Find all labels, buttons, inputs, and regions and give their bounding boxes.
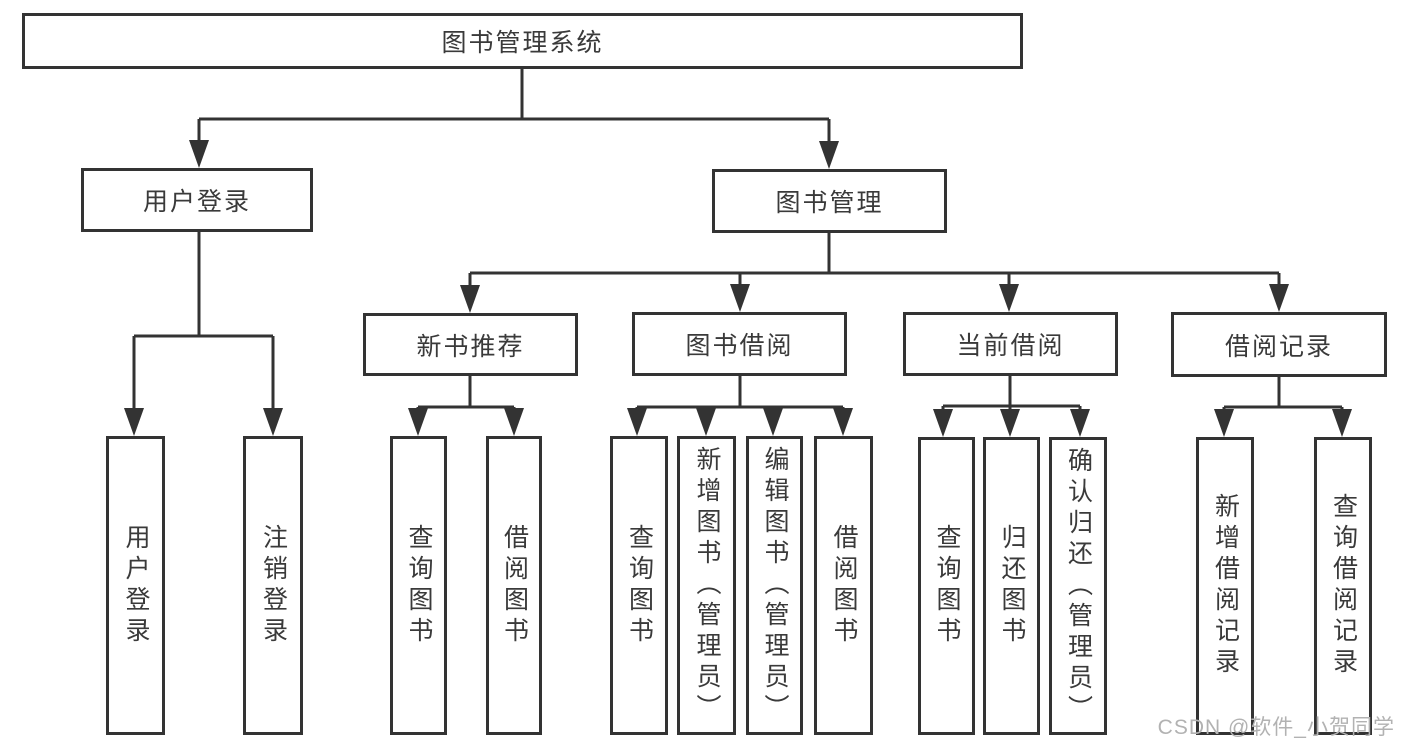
node-borrow-records: 借阅记录 [1171,312,1387,377]
node-label: 图书管理系统 [441,29,604,57]
node-label: 当前借阅 [956,332,1065,360]
node-label: 用户登录 [142,188,251,216]
node-label: 新书推荐 [416,332,525,361]
leaf-borrow-books-2: 借阅图书 [814,436,873,735]
node-current-borrow: 当前借阅 [903,312,1118,376]
leaf-query-borrow-record: 查询借阅记录 [1314,437,1372,735]
node-label: 编辑图书（管理员） [761,446,789,725]
node-label: 借阅图书 [500,523,529,648]
node-label: 图书管理 [775,189,884,217]
leaf-add-borrow-record: 新增借阅记录 [1196,437,1254,735]
node-label: 新增借阅记录 [1211,493,1240,679]
node-user-login-module: 用户登录 [81,168,313,232]
node-label: 借阅图书 [830,523,858,648]
node-label: 新增图书（管理员） [693,446,721,725]
leaf-confirm-return-admin: 确认归还（管理员） [1049,437,1107,735]
node-label: 查询图书 [405,523,433,648]
leaf-edit-books-admin: 编辑图书（管理员） [746,436,803,735]
node-book-borrow: 图书借阅 [632,312,847,376]
node-label: 查询图书 [625,523,654,648]
node-root-system: 图书管理系统 [22,13,1023,69]
node-label: 用户登录 [122,523,150,648]
csdn-watermark: CSDN @软件_小贺同学 [1157,716,1395,739]
leaf-query-books-3: 查询图书 [918,437,975,735]
node-new-book-recommend: 新书推荐 [363,313,578,376]
leaf-query-books-1: 查询图书 [390,436,447,735]
node-label: 注销登录 [259,523,288,648]
node-label: 图书借阅 [685,332,794,360]
leaf-query-books-2: 查询图书 [610,436,668,735]
node-book-management: 图书管理 [712,169,947,233]
leaf-logout: 注销登录 [243,436,303,735]
node-label: 查询借阅记录 [1329,493,1358,679]
node-label: 确认归还（管理员） [1064,446,1093,726]
leaf-add-books-admin: 新增图书（管理员） [677,436,736,735]
leaf-borrow-books-1: 借阅图书 [486,436,542,735]
leaf-return-books: 归还图书 [983,437,1040,735]
node-label: 借阅记录 [1224,332,1333,361]
node-label: 归还图书 [998,524,1026,648]
leaf-user-login: 用户登录 [106,436,165,735]
arrowheads [124,140,1352,437]
node-label: 查询图书 [933,524,961,648]
